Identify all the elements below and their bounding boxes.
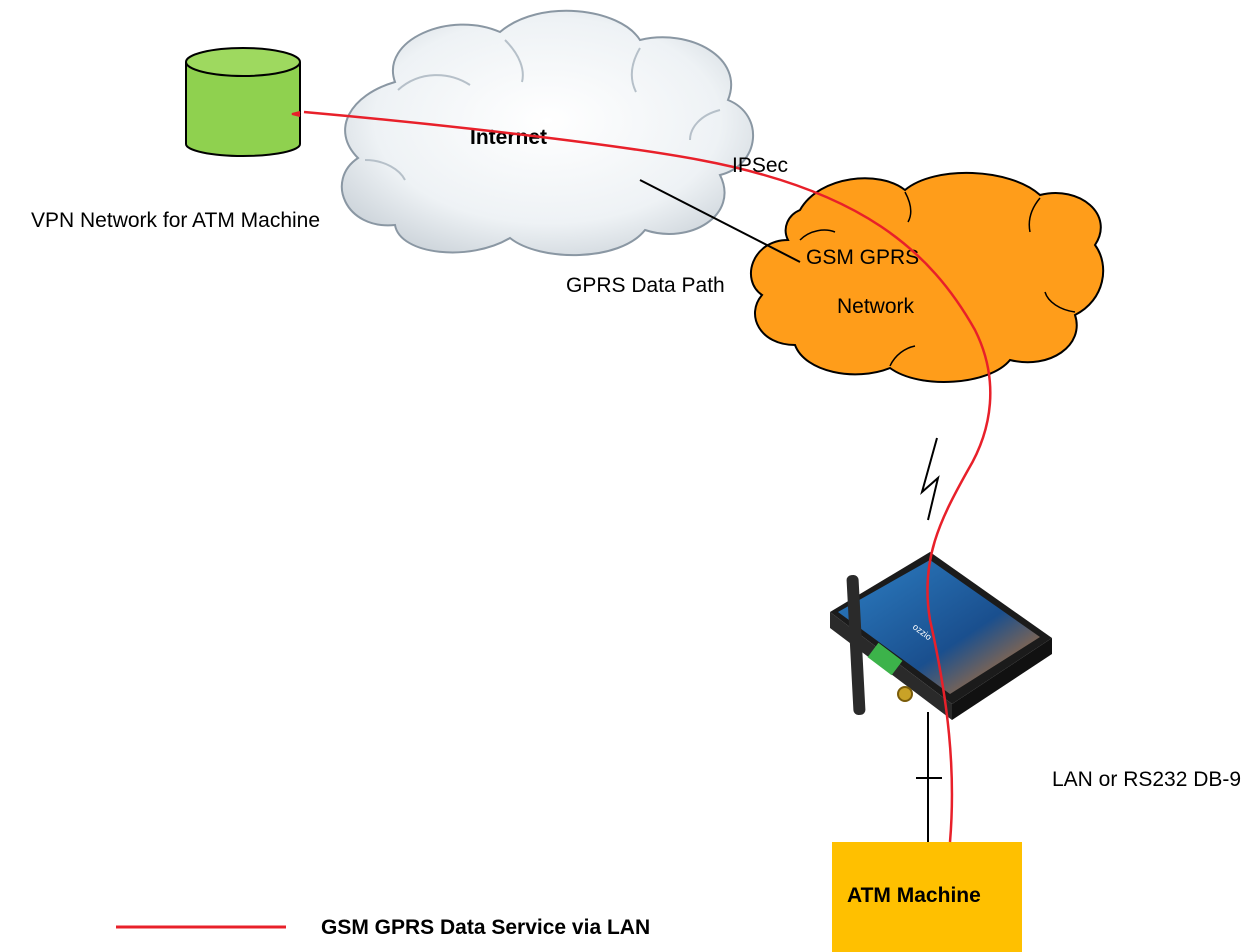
vpn-network-label: VPN Network for ATM Machine <box>31 209 320 232</box>
wireless-link-icon <box>920 437 940 521</box>
gsm-label-line1: GSM GPRS <box>806 246 919 269</box>
atm-machine-label: ATM Machine <box>847 884 981 907</box>
gsm-gprs-cloud: GSM GPRS Network <box>750 171 1105 383</box>
internet-cloud: Internet <box>340 9 754 257</box>
database-icon <box>185 47 301 157</box>
gsm-label-line2: Network <box>837 295 915 318</box>
gprs-router-icon: ozzio <box>830 552 1052 720</box>
data-service-path <box>303 110 992 843</box>
gprs-data-path-line <box>639 179 801 263</box>
legend: GSM GPRS Data Service via LAN <box>116 916 650 939</box>
atm-machine-box: ATM Machine <box>832 842 1022 952</box>
data-path-arrow <box>291 111 301 117</box>
gprs-data-path-label: GPRS Data Path <box>566 274 725 297</box>
legend-label-data-service: GSM GPRS Data Service via LAN <box>321 916 650 939</box>
lan-rs232-label: LAN or RS232 DB-9 <box>1052 768 1241 791</box>
ipsec-label: IPSec <box>732 154 788 177</box>
